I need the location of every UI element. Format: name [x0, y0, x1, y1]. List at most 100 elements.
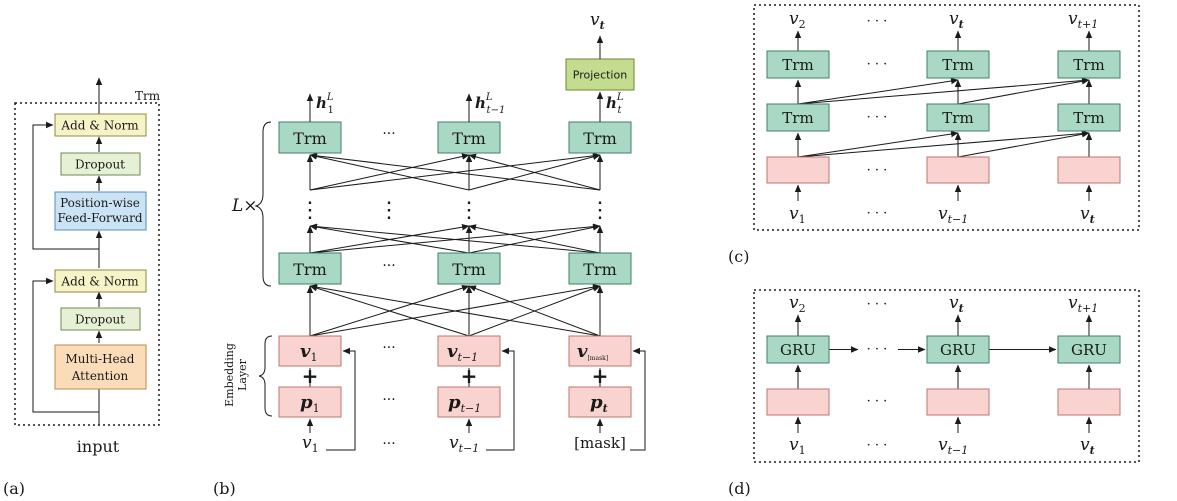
attention-link — [468, 224, 601, 254]
c-output-3: vt+1 — [1068, 9, 1098, 31]
input-feed-2 — [486, 347, 515, 451]
panel-d-label: (d) — [728, 479, 751, 498]
position-ellipsis: ··· — [382, 392, 395, 408]
attention-link — [309, 284, 601, 337]
residual-connection-bottom — [32, 277, 99, 413]
add-norm-bottom-label: Add & Norm — [60, 275, 139, 289]
d-output-2: vt — [949, 293, 964, 315]
input-feed-1 — [326, 347, 356, 451]
projection-box — [565, 58, 635, 91]
panel-c-label: (c) — [728, 247, 749, 266]
trm-top-1-label: Trm — [293, 129, 327, 148]
plus-sign-1: + — [302, 364, 319, 388]
c-trm-top-3 — [1057, 50, 1121, 79]
trm-block-tag: Trm — [135, 89, 161, 103]
input-item-1: v1 — [302, 433, 319, 455]
trm-bottom-2 — [437, 252, 501, 285]
c-ellipsis-embedding: · · · — [867, 163, 888, 178]
trm-bottom-3 — [568, 252, 632, 285]
c-trm-bottom-3 — [1057, 103, 1121, 132]
trm-top-2 — [437, 121, 501, 154]
gru-cell-3-label: GRU — [1071, 341, 1107, 359]
trm-top-ellipsis: ··· — [382, 126, 395, 142]
c-input-2: vt−1 — [938, 204, 968, 226]
layer-repeat-brace — [254, 121, 272, 287]
input-ellipsis: ··· — [382, 436, 395, 452]
c-output-2: vt — [949, 9, 964, 31]
c-trm-top-2-label: Trm — [942, 56, 973, 74]
panel-b-label: (b) — [213, 479, 236, 498]
item-embedding-1 — [278, 335, 342, 367]
c-causal-link — [957, 78, 1090, 105]
c-embedding-2 — [926, 156, 990, 184]
c-ellipsis-top: · · · — [867, 57, 888, 72]
position-embedding-3-label: pt — [590, 392, 608, 415]
trm-block-border — [14, 102, 160, 426]
c-causal-link — [797, 77, 959, 105]
d-ellipsis-output: · · · — [867, 297, 888, 312]
attention-link — [309, 153, 470, 191]
prediction-output: vt — [590, 10, 605, 32]
c-trm-bottom-2 — [926, 103, 990, 132]
panel-d: GRU GRU GRU · · · · · · · · · · · · v2 v… — [728, 289, 1140, 498]
attention-link — [309, 224, 470, 254]
dropout-bottom-box — [60, 307, 141, 331]
residual-connection-top — [32, 121, 99, 250]
item-embedding-mask — [568, 335, 632, 367]
add-norm-bottom-box — [54, 269, 147, 293]
multi-head-attention-box — [54, 344, 147, 390]
vertical-ellipsis-4: ⋮ — [589, 198, 611, 223]
plus-sign-3: + — [592, 364, 609, 388]
c-trm-bottom-1-label: Trm — [782, 109, 813, 127]
input-label: input — [77, 437, 120, 456]
trm-top-1 — [278, 121, 342, 154]
trm-top-3-label: Trm — [583, 129, 617, 148]
c-trm-top-2 — [926, 50, 990, 79]
position-embedding-3 — [568, 386, 632, 418]
multi-head-attention-label-1: Multi-Head — [66, 352, 135, 366]
d-input-3: vt — [1080, 435, 1095, 457]
gru-cell-2 — [926, 335, 990, 364]
plus-sign-2: + — [461, 364, 478, 388]
feed-forward-box — [54, 191, 147, 231]
add-norm-top-box — [54, 113, 147, 137]
trm-bottom-2-label: Trm — [452, 260, 486, 279]
feed-forward-label-2: Feed-Forward — [57, 211, 142, 225]
gru-cell-1 — [766, 335, 830, 364]
d-output-3: vt+1 — [1068, 293, 1098, 315]
gru-cell-1-label: GRU — [780, 341, 816, 359]
vertical-ellipsis-2: ⋮ — [378, 198, 400, 223]
feed-forward-label-1: Position-wise — [60, 196, 140, 210]
panel-d-connections — [794, 314, 1093, 433]
d-output-1: v2 — [789, 293, 806, 315]
attention-link — [309, 152, 601, 191]
layer-repeat-label: L× — [231, 196, 258, 216]
position-embedding-2-label: pt−1 — [448, 392, 481, 415]
vertical-ellipsis-1: ⋮ — [299, 198, 321, 223]
vertical-ellipsis-3: ⋮ — [458, 198, 480, 223]
gru-cell-3 — [1057, 335, 1121, 364]
gru-cell-2-label: GRU — [940, 341, 976, 359]
d-embedding-1 — [766, 388, 830, 416]
c-input-3: vt — [1080, 204, 1095, 226]
attention-link — [468, 153, 601, 191]
add-norm-top-label: Add & Norm — [60, 119, 139, 133]
embedding-layer-brace — [258, 335, 273, 417]
d-embedding-3 — [1057, 388, 1121, 416]
c-ellipsis-output: · · · — [867, 14, 888, 29]
c-causal-link — [957, 131, 1090, 158]
c-trm-bottom-2-label: Trm — [942, 109, 973, 127]
attention-link — [468, 285, 601, 337]
trm-bottom-1-label: Trm — [293, 260, 327, 279]
panel-c-connections — [794, 30, 1093, 201]
embedding-layer-label-2: Layer — [236, 358, 249, 391]
c-trm-top-3-label: Trm — [1073, 56, 1104, 74]
panel-a-label: (a) — [3, 479, 25, 498]
c-embedding-3 — [1057, 156, 1121, 184]
c-trm-top-1-label: Trm — [782, 56, 813, 74]
position-embedding-1-label: p1 — [300, 392, 320, 415]
trm-top-2-label: Trm — [452, 129, 486, 148]
